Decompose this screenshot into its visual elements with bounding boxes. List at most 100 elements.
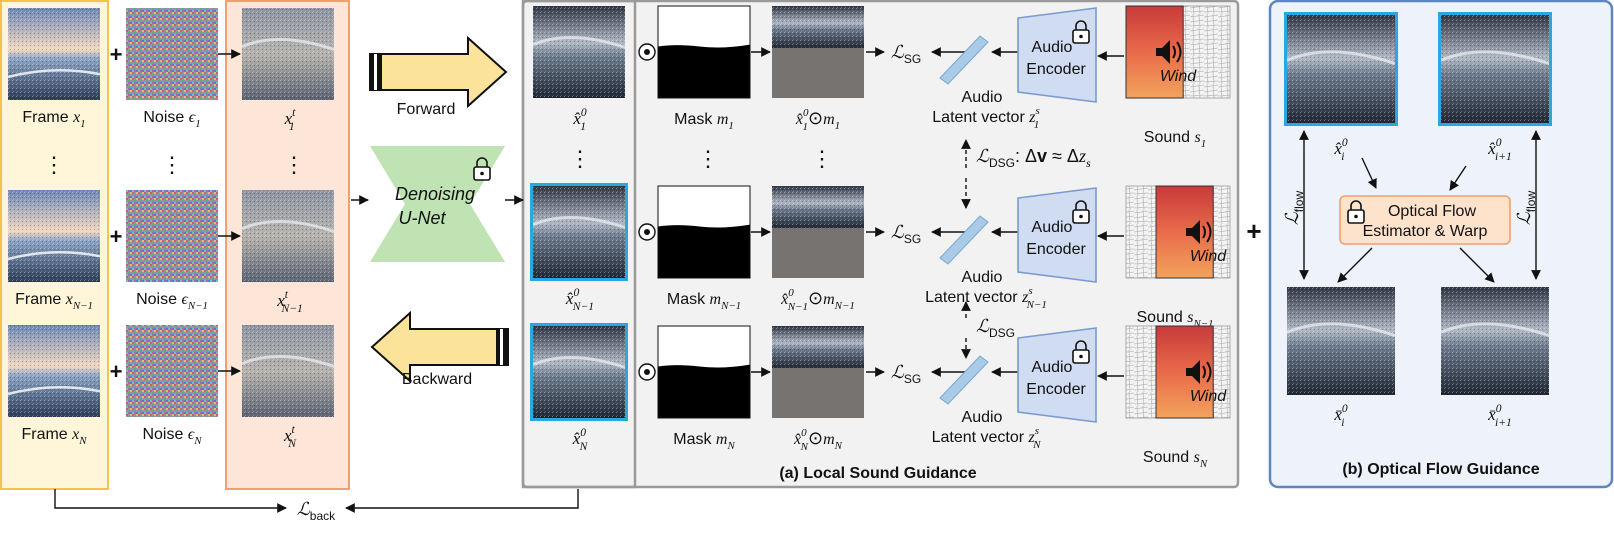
pred-frame-i1-image	[1438, 12, 1552, 126]
sound-label: Sound s1	[1144, 129, 1206, 150]
frame-image	[7, 190, 101, 282]
noise-image	[126, 190, 218, 282]
arrow-flow-to-warp-i	[1337, 247, 1373, 283]
noisy-frame-label: xtN−1​	[276, 288, 303, 315]
dsg-loss-label-2: ℒDSG	[976, 316, 1015, 340]
mask-image	[657, 185, 751, 279]
speaker-icon	[1156, 40, 1182, 64]
masked-frame-image	[772, 326, 864, 418]
arrow-pred-i1-to-flow	[1449, 165, 1467, 191]
audio-encoder-label-line2: Encoder	[1026, 61, 1086, 78]
hadamard-symbol	[638, 43, 656, 61]
backward-arrow	[370, 310, 509, 384]
pred-frame-i-image	[1284, 12, 1398, 126]
pred-frame-i-label: x̂0i​	[1333, 136, 1348, 163]
arrow-pred-i-to-flow	[1361, 157, 1377, 189]
lock-icon	[1347, 200, 1365, 224]
noise-image	[126, 8, 218, 100]
sound-label: Sound sN	[1143, 449, 1208, 470]
audio-label: Audio	[962, 89, 1003, 106]
warped-frame-i1-image	[1440, 287, 1550, 395]
latent-vector-bar	[939, 215, 989, 265]
loss-sg-label: ℒSG	[891, 222, 921, 246]
forward-label: Forward	[397, 101, 456, 118]
noisy-frame-image	[241, 325, 335, 417]
lock-icon	[1072, 20, 1090, 44]
loss-sg-label: ℒSG	[891, 362, 921, 386]
frame-label: Frame xN	[21, 426, 87, 447]
audio-encoder-label-line2: Encoder	[1026, 381, 1086, 398]
vdots: ⋮	[697, 146, 719, 171]
unet-label-line1: Denoising	[395, 184, 475, 204]
audio-encoder-label-line1: Audio	[1032, 359, 1073, 376]
forward-arrow	[369, 35, 508, 109]
panel-b-title: (b) Optical Flow Guidance	[1342, 461, 1539, 478]
back-loss-label: ℒback	[297, 499, 336, 523]
noisy-frame-label: xtN​	[283, 423, 297, 450]
vdots: ⋮	[569, 146, 591, 171]
predictions-column	[521, 0, 637, 489]
vdots: ⋮	[161, 152, 183, 177]
back-loss-arrow-left	[54, 489, 287, 513]
frame-image	[7, 8, 101, 100]
vdots: ⋮	[811, 146, 833, 171]
lock-icon	[473, 157, 491, 181]
back-loss-arrow-right	[345, 489, 579, 513]
lock-icon	[1072, 200, 1090, 224]
masked-frame-image	[772, 186, 864, 278]
mask-label: Mask m1	[674, 111, 734, 132]
frame-label: Frame xN−1	[15, 291, 93, 312]
mask-image	[657, 5, 751, 99]
audio-encoder-label-line1: Audio	[1032, 39, 1073, 56]
hadamard-symbol	[638, 363, 656, 381]
noise-image	[126, 325, 218, 417]
optical-flow-label-line2: Estimator & Warp	[1363, 223, 1488, 240]
audio-label: Audio	[962, 409, 1003, 426]
sound-spectrogram	[1125, 185, 1231, 279]
masked-frame-image	[772, 6, 864, 98]
dsg-loss-label: ℒDSG: Δv ≈ Δzs	[976, 146, 1091, 170]
predicted-frame-image	[530, 323, 628, 421]
predicted-frame-label: x̂0N−1​	[565, 286, 594, 313]
arrow-flow-to-warp-i1	[1459, 247, 1495, 283]
pred-frame-i1-label: x̂0i+1​	[1487, 136, 1512, 163]
speaker-icon	[1186, 220, 1212, 244]
sound-spectrogram	[1125, 5, 1231, 99]
noise-label: Noise ϵN−1	[136, 291, 208, 312]
frame-image	[7, 325, 101, 417]
unet-shape	[370, 146, 505, 262]
optical-flow-label-line1: Optical Flow	[1388, 203, 1476, 220]
plus-sign: +	[110, 224, 123, 249]
predicted-frame-image	[530, 183, 628, 281]
noisy-frame-image	[241, 8, 335, 100]
wind-label: Wind	[1190, 388, 1227, 405]
unet-label-line2: U-Net	[398, 208, 446, 228]
loss-sg-label: ℒSG	[891, 42, 921, 66]
mask-image	[657, 325, 751, 419]
optical-flow-block	[1339, 195, 1511, 245]
plus-sign: +	[110, 359, 123, 384]
panel-a-title: (a) Local Sound Guidance	[779, 465, 976, 482]
wind-label: Wind	[1160, 68, 1197, 85]
mask-label: Mask mN−1	[667, 291, 741, 312]
flow-loss-label: ℒflow	[1514, 191, 1538, 226]
noise-label: Noise ϵ1	[143, 109, 200, 130]
plus-sign: +	[1246, 216, 1261, 246]
predicted-frame-label: x̂01​	[572, 106, 587, 133]
latent-vector-bar	[939, 35, 989, 85]
mask-label: Mask mN	[673, 431, 735, 452]
plus-sign: +	[110, 42, 123, 67]
vdots: ⋮	[283, 152, 305, 177]
sound-spectrogram	[1125, 325, 1231, 419]
audio-label: Audio	[962, 269, 1003, 286]
audio-encoder-label-line2: Encoder	[1026, 241, 1086, 258]
audio-encoder-label-line1: Audio	[1032, 219, 1073, 236]
predicted-frame-image	[532, 6, 626, 98]
noisy-frame-label: xt1​	[284, 106, 297, 133]
